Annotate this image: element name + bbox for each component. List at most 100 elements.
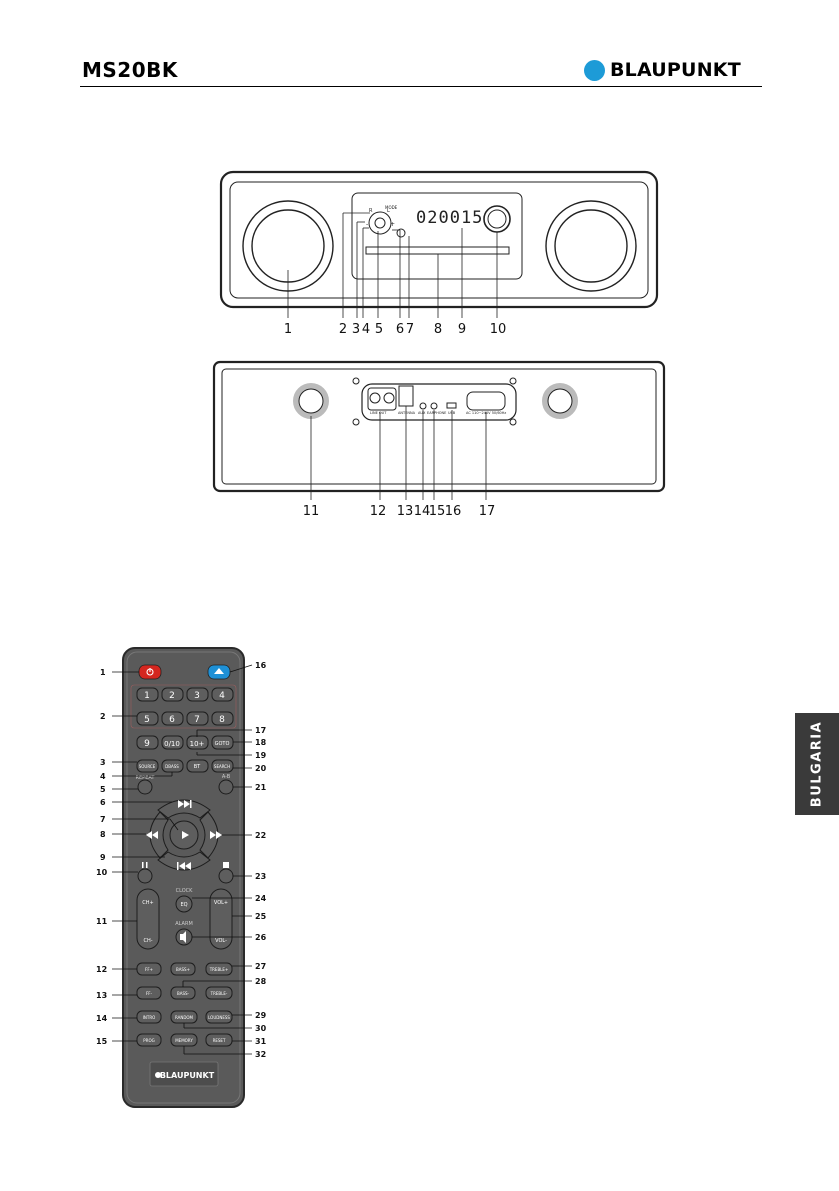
remote-brand-dot-icon — [155, 1072, 161, 1078]
earphone-label: EARPHONE — [427, 411, 446, 415]
key-1[interactable] — [136, 687, 159, 702]
remote-callout: 21 — [255, 783, 267, 792]
front-callout: 1 — [284, 322, 292, 337]
fm-minus-button[interactable] — [136, 986, 162, 1000]
screw — [352, 377, 360, 385]
remote-callout: 10 — [96, 868, 108, 877]
back-callout: 11 — [303, 504, 320, 519]
repeat-button[interactable] — [137, 779, 153, 795]
key-label: 6 — [169, 715, 175, 725]
rewind-icon — [146, 831, 152, 839]
key-7[interactable] — [186, 711, 209, 726]
line-out-block — [367, 387, 397, 411]
key-10-plus[interactable] — [186, 735, 209, 750]
prev-icon — [185, 862, 191, 870]
reset-button[interactable] — [205, 1033, 233, 1047]
eq-button[interactable] — [175, 895, 193, 913]
treble-plus-button[interactable] — [205, 962, 233, 976]
left-bass-port-inner — [298, 388, 324, 414]
search-button[interactable] — [211, 759, 234, 773]
next-track-button[interactable] — [157, 799, 211, 819]
button-label: INTRO — [143, 1015, 156, 1020]
back-callouts: 11 12 13 14 15 16 17 — [303, 504, 496, 519]
remote-callout: 18 — [255, 738, 267, 747]
ir-sensor — [396, 228, 406, 238]
channel-rocker[interactable] — [136, 888, 160, 950]
button-label: REPEAT — [136, 775, 156, 781]
remote-left-callouts: 1 2 3 4 5 6 7 8 9 10 11 12 13 14 15 — [96, 668, 108, 1046]
remote-callout: 23 — [255, 872, 266, 881]
antenna-socket — [398, 385, 414, 407]
remote-callout: 8 — [100, 830, 106, 839]
remote-callout: 29 — [255, 1011, 267, 1020]
key-8[interactable] — [211, 711, 234, 726]
key-6[interactable] — [161, 711, 184, 726]
remote-callout: 7 — [100, 815, 106, 824]
goto-button[interactable] — [211, 735, 234, 750]
button-label: BASS+ — [176, 967, 190, 972]
front-outer-frame — [219, 170, 659, 309]
key-0-10[interactable] — [161, 735, 184, 750]
button-label: TREBLE- — [210, 991, 228, 996]
screw — [352, 418, 360, 426]
front-callout: 10 — [490, 322, 507, 337]
back-callout: 12 — [370, 504, 387, 519]
antenna-label: ANTENNA — [398, 411, 416, 415]
stop-button[interactable] — [218, 868, 234, 884]
remote-callout: 24 — [255, 894, 267, 903]
button-label: CLOCK — [176, 888, 194, 894]
back-callout: 16 — [445, 504, 462, 519]
rewind-button[interactable] — [149, 811, 169, 859]
back-callout: 15 — [429, 504, 446, 519]
port-labels: LINE OUT ANTENNA AUX EARPHONE USB AC 110… — [370, 411, 506, 415]
intro-button[interactable] — [136, 1010, 162, 1024]
button-label: VOL+ — [214, 900, 228, 906]
button-label: FF+ — [145, 967, 153, 972]
fast-forward-icon — [216, 831, 222, 839]
key-5[interactable] — [136, 711, 159, 726]
right-speaker-ring — [545, 200, 637, 292]
button-label: EQ — [180, 902, 187, 908]
right-bass-port — [542, 383, 578, 419]
prev-track-button[interactable] — [157, 851, 211, 871]
bass-plus-button[interactable] — [170, 962, 196, 976]
remote-callout: 32 — [255, 1050, 266, 1059]
key-label: GOTO — [215, 741, 230, 747]
treble-minus-button[interactable] — [205, 986, 233, 1000]
prev-icon — [179, 862, 185, 870]
play-button — [374, 217, 386, 229]
button-label: ALARM — [175, 921, 193, 927]
dbass-button[interactable] — [161, 759, 184, 773]
eject-icon — [214, 668, 224, 674]
key-9[interactable] — [136, 735, 159, 750]
fast-forward-button[interactable] — [199, 811, 219, 859]
source-button[interactable] — [136, 759, 159, 773]
button-label: SOURCE — [139, 764, 156, 769]
key-2[interactable] — [161, 687, 184, 702]
remote-callout: 22 — [255, 831, 266, 840]
remote-callout: 11 — [96, 917, 108, 926]
pause-icon — [142, 862, 144, 868]
remote-callout: 30 — [255, 1024, 267, 1033]
connector-plate — [361, 383, 517, 421]
bt-button[interactable] — [186, 759, 209, 773]
key-3[interactable] — [186, 687, 209, 702]
pause-button[interactable] — [137, 868, 153, 884]
remote-callout: 4 — [100, 772, 106, 781]
aux-label: AUX — [418, 411, 426, 415]
prog-button[interactable] — [136, 1033, 162, 1047]
key-label: 7 — [194, 715, 200, 725]
front-callouts: 1 2 3 4 5 6 7 8 9 10 — [284, 322, 506, 337]
ab-button[interactable] — [218, 779, 234, 795]
left-bass-port — [293, 383, 329, 419]
remote-control: 1 2 3 4 5 6 7 8 9 0/10 10+ GOTO SOURCE D… — [96, 647, 267, 1108]
volume-rocker[interactable] — [209, 888, 233, 950]
key-label: 1 — [144, 691, 150, 701]
earphone-jack — [430, 402, 438, 410]
l-label: L — [387, 208, 390, 214]
key-4[interactable] — [211, 687, 234, 702]
back-callout: 14 — [414, 504, 431, 519]
brand-name: BLAUPUNKT — [610, 59, 741, 81]
front-callout: 8 — [434, 322, 442, 337]
loudness-button[interactable] — [205, 1010, 233, 1024]
